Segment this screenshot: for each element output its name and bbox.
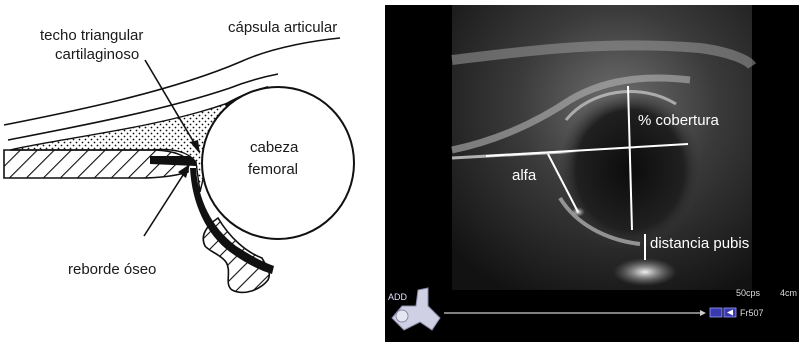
label-head-line2: femoral <box>248 161 298 178</box>
hip-schematic: techo triangular cartilaginoso cápsula a… <box>4 19 354 292</box>
label-alpha: alfa <box>512 167 537 184</box>
overlay-depth: 4cm <box>780 288 797 298</box>
label-pubis-distance: distancia pubis <box>650 235 749 252</box>
us-pubis-bright <box>613 258 677 286</box>
overlay-frame-rate: 50cps <box>736 288 761 298</box>
label-roof-line2: cartilaginoso <box>55 46 139 63</box>
cine-loop-icon[interactable] <box>710 308 722 317</box>
pointer-rim <box>144 172 185 236</box>
label-coverage: % cobertura <box>638 112 720 129</box>
overlay-frame-number: Fr507 <box>740 308 764 318</box>
label-rim: reborde óseo <box>68 261 156 278</box>
label-head-line1: cabeza <box>250 139 299 156</box>
label-capsule: cápsula articular <box>228 19 337 36</box>
ultrasound-panel: % cobertura alfa distancia pubis 50cps 4… <box>385 5 799 342</box>
overlay-mode: ADD <box>388 292 408 302</box>
label-roof-line1: techo triangular <box>40 27 143 44</box>
